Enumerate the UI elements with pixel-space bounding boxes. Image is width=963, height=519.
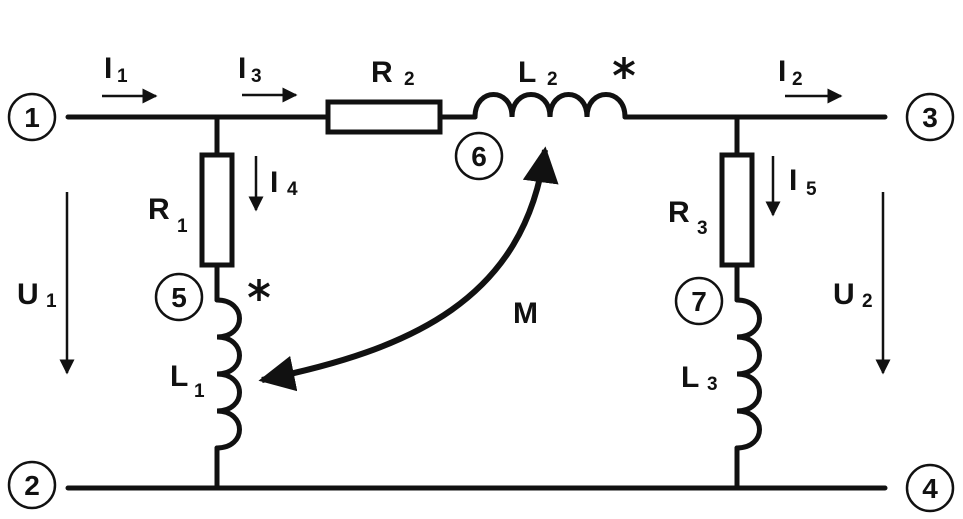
label-m: M — [513, 297, 538, 330]
svg-text:3: 3 — [251, 66, 262, 87]
node-5: 5 — [154, 272, 204, 322]
svg-text:6: 6 — [471, 141, 487, 172]
svg-text:R: R — [371, 56, 393, 89]
svg-text:4: 4 — [922, 473, 938, 504]
label-i1: I 1 — [104, 52, 128, 87]
svg-text:I: I — [104, 52, 112, 85]
node-7: 7 — [674, 276, 724, 326]
label-l1: L 1 — [170, 360, 205, 402]
svg-text:L: L — [681, 361, 699, 394]
svg-text:I: I — [789, 164, 797, 197]
label-r2: R 2 — [371, 56, 415, 90]
label-i2: I 2 — [778, 55, 803, 90]
svg-text:4: 4 — [287, 179, 298, 200]
svg-text:I: I — [238, 52, 246, 85]
inductor-l2 — [472, 92, 628, 120]
polarity-star-l1 — [248, 279, 270, 301]
label-l3: L 3 — [681, 361, 718, 395]
svg-text:1: 1 — [24, 102, 40, 133]
svg-text:1: 1 — [177, 216, 188, 237]
svg-text:R: R — [668, 196, 690, 229]
node-2: 2 — [7, 460, 57, 510]
svg-text:7: 7 — [691, 286, 707, 317]
label-r3: R 3 — [668, 196, 708, 239]
svg-text:1: 1 — [46, 291, 57, 312]
svg-text:3: 3 — [922, 102, 938, 133]
resistor-r3 — [719, 152, 755, 268]
svg-text:5: 5 — [806, 179, 817, 200]
node-3: 3 — [905, 92, 955, 142]
svg-text:I: I — [778, 55, 786, 88]
svg-text:2: 2 — [547, 69, 558, 90]
inductor-l1 — [214, 297, 242, 451]
svg-text:2: 2 — [862, 291, 873, 312]
resistor-r1 — [199, 152, 235, 268]
svg-text:2: 2 — [24, 470, 40, 501]
mutual-inductance-arrow — [258, 146, 559, 392]
label-u2: U 2 — [833, 278, 873, 312]
svg-text:U: U — [833, 278, 855, 311]
resistor-r2 — [325, 99, 443, 135]
node-4: 4 — [905, 463, 955, 513]
label-l2: L 2 — [518, 56, 558, 90]
svg-text:5: 5 — [171, 282, 187, 313]
svg-text:2: 2 — [792, 69, 803, 90]
svg-text:I: I — [270, 166, 278, 199]
label-i5: I 5 — [789, 164, 817, 200]
node-1: 1 — [7, 92, 57, 142]
svg-text:3: 3 — [707, 374, 718, 395]
polarity-star-l2 — [613, 57, 635, 79]
inductor-l3 — [734, 297, 762, 451]
svg-text:L: L — [170, 360, 188, 393]
svg-text:2: 2 — [404, 69, 415, 90]
svg-text:1: 1 — [117, 66, 128, 87]
svg-text:1: 1 — [194, 381, 205, 402]
label-i3: I 3 — [238, 52, 262, 87]
svg-text:3: 3 — [697, 218, 708, 239]
label-i4: I 4 — [270, 166, 298, 200]
wires — [65, 114, 888, 491]
label-r1: R 1 — [148, 193, 188, 237]
node-6: 6 — [454, 131, 504, 181]
svg-text:U: U — [17, 278, 39, 311]
label-u1: U 1 — [17, 278, 57, 312]
svg-text:R: R — [148, 193, 170, 226]
svg-text:L: L — [518, 56, 536, 89]
